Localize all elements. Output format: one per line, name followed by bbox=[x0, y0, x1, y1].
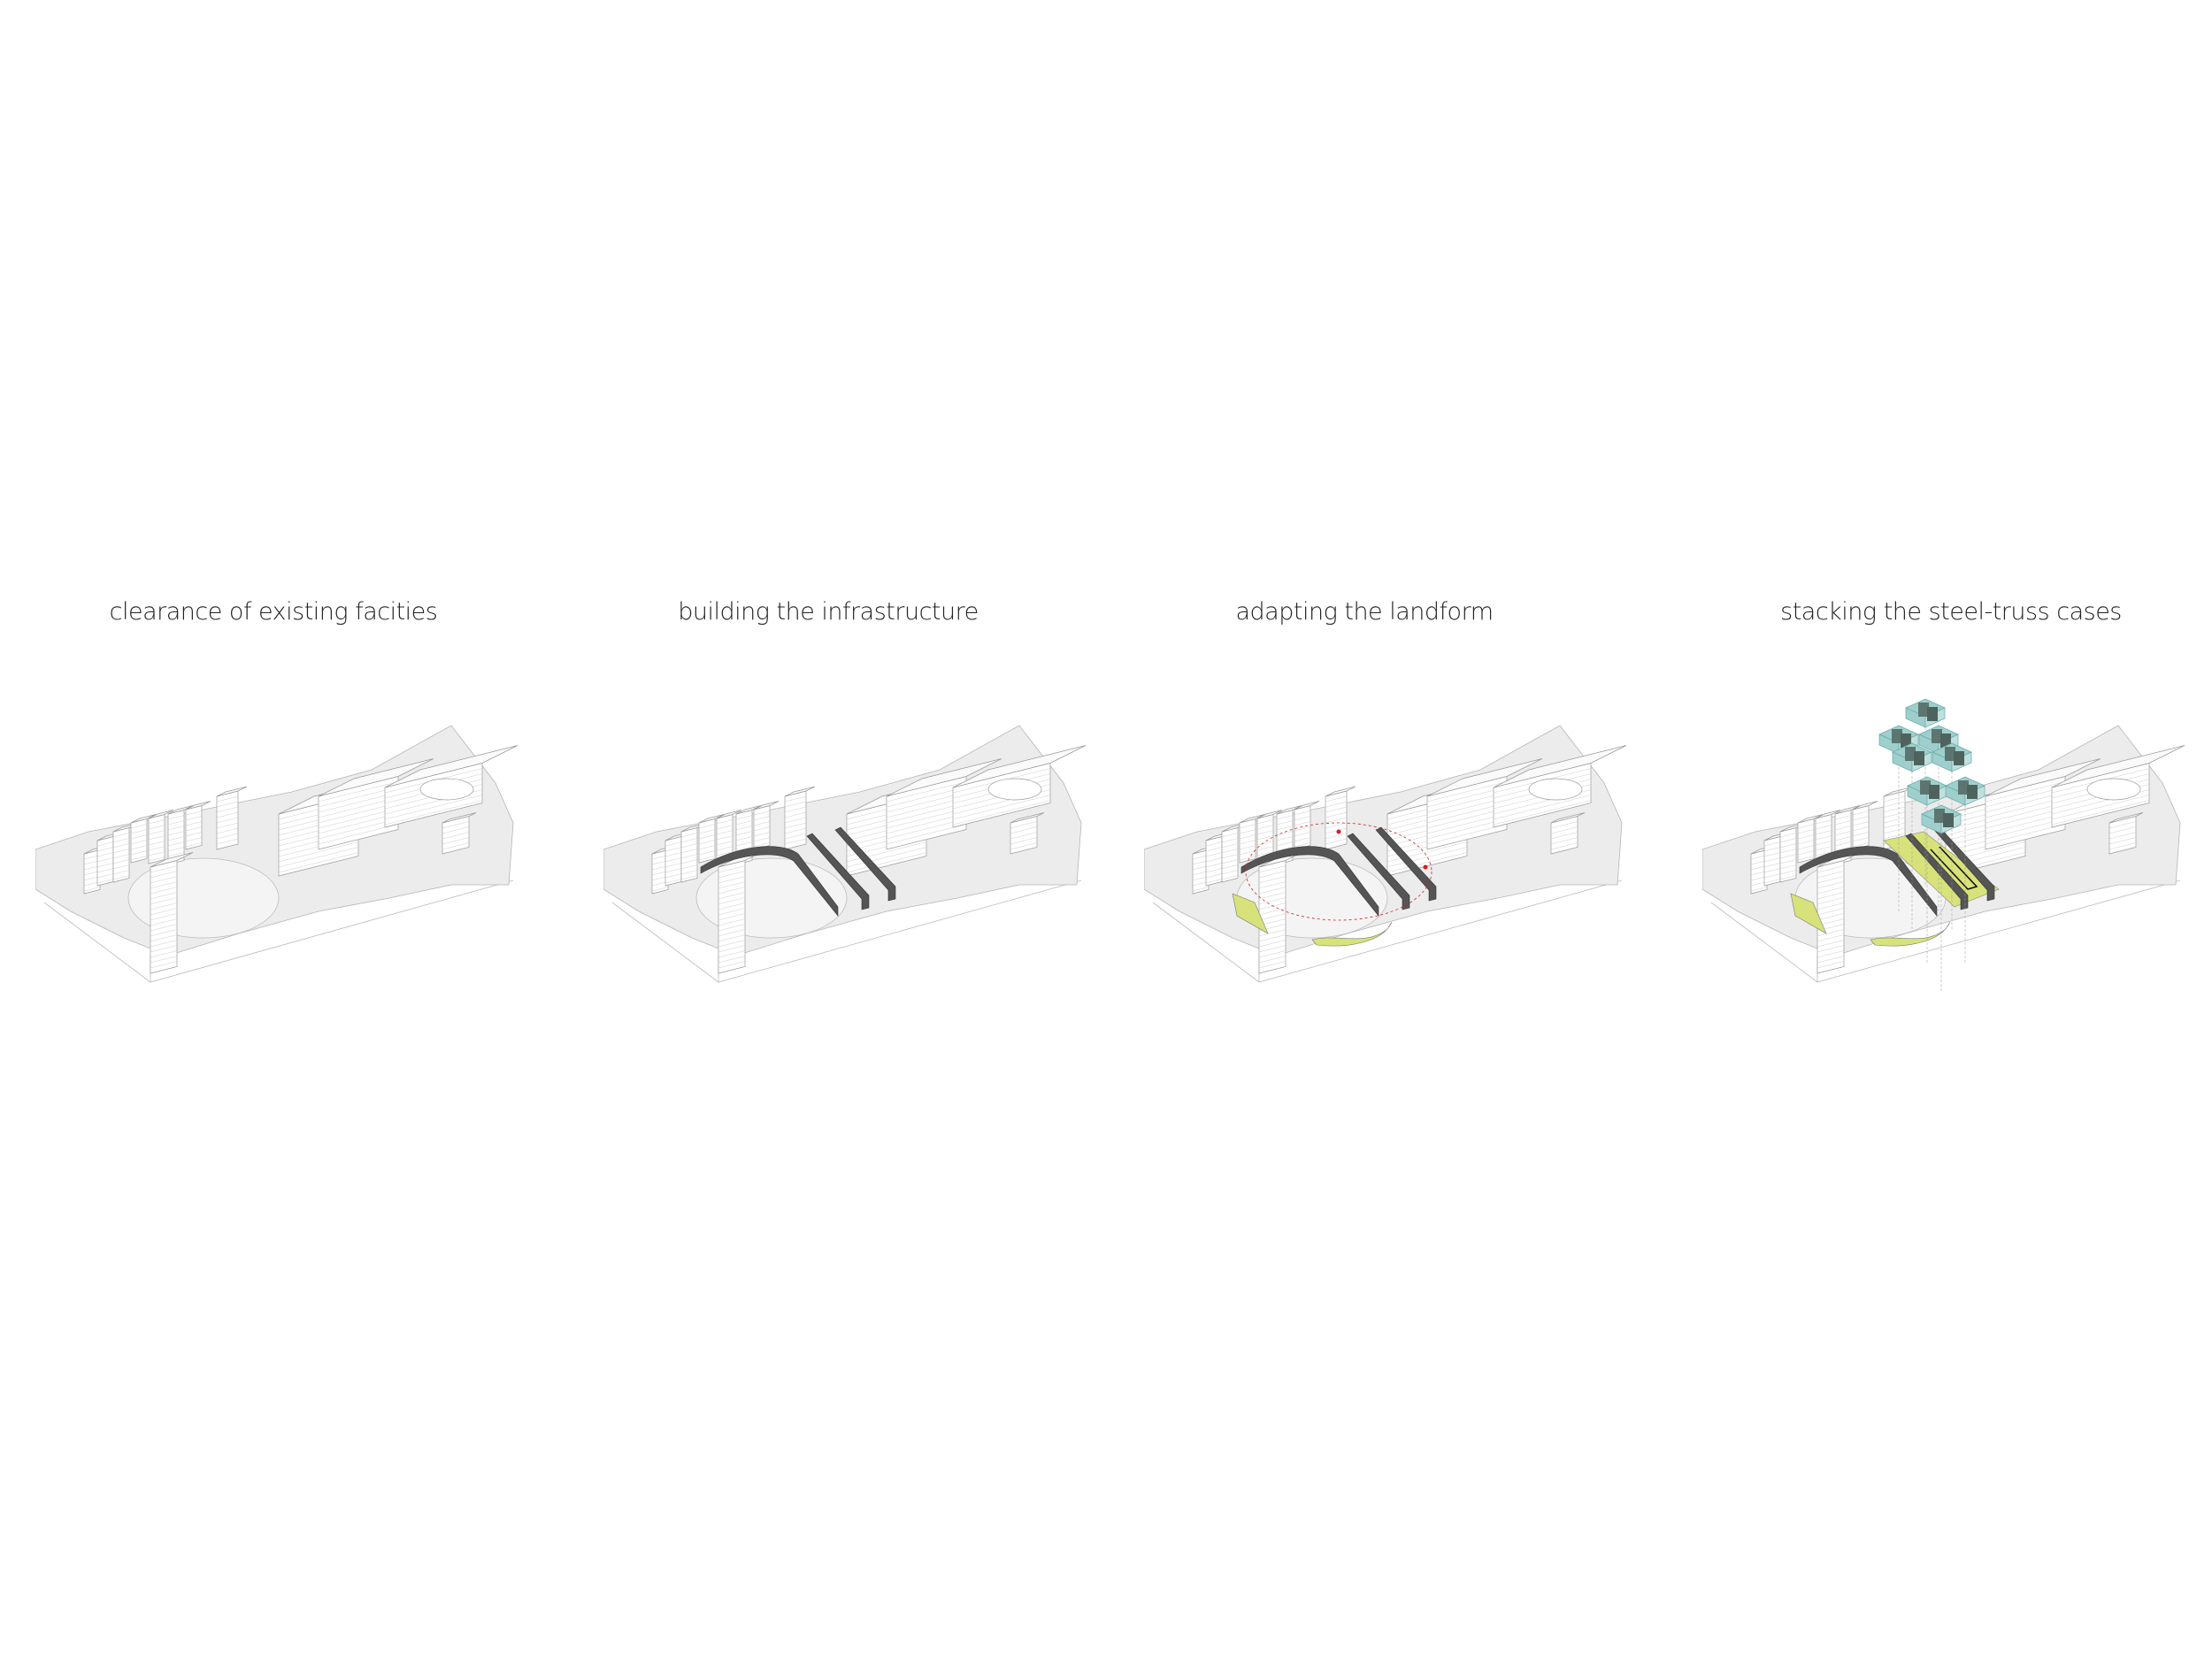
step-title-4: stacking the steel-truss cases bbox=[1780, 598, 2122, 626]
stadium-stand bbox=[442, 812, 477, 855]
residential-block bbox=[680, 823, 707, 883]
landform-slope bbox=[1790, 893, 1827, 934]
residential-block bbox=[1779, 823, 1806, 883]
landmark-tower bbox=[150, 852, 194, 974]
site-axonometric bbox=[603, 725, 1087, 983]
steel-truss-case bbox=[1892, 742, 1932, 929]
residential-block bbox=[112, 823, 139, 883]
steel-truss-frame bbox=[1930, 846, 1978, 890]
infrastructure-wall bbox=[1905, 833, 1969, 910]
residential-tower bbox=[1325, 786, 1356, 850]
rotunda bbox=[1528, 778, 1583, 801]
stadium-stand bbox=[1550, 812, 1586, 855]
stadium-stand bbox=[1010, 812, 1045, 855]
residential-tower bbox=[216, 786, 248, 850]
infrastructure-arc-wall bbox=[1799, 846, 1938, 917]
residential-block bbox=[1205, 832, 1232, 887]
diagram-clearance bbox=[35, 690, 531, 1079]
site-axonometric bbox=[1144, 725, 1627, 983]
steel-truss-case bbox=[1907, 776, 1947, 963]
step-title-1: clearance of existing facities bbox=[109, 598, 438, 626]
infrastructure-arc-wall bbox=[700, 846, 839, 917]
residential-block bbox=[1192, 845, 1218, 895]
site-axonometric bbox=[1702, 698, 2185, 991]
residential-block bbox=[167, 805, 194, 865]
rotunda bbox=[419, 778, 474, 801]
residential-block bbox=[130, 814, 157, 864]
residential-block bbox=[1797, 814, 1824, 864]
landform-slope bbox=[1232, 893, 1269, 934]
office-block bbox=[1426, 758, 1543, 850]
diagram-steel-truss bbox=[1702, 690, 2198, 1079]
rotunda bbox=[2086, 778, 2141, 801]
infrastructure-wall bbox=[806, 833, 870, 910]
diagram-infrastructure bbox=[603, 690, 1099, 1079]
residential-block bbox=[1221, 823, 1248, 883]
adaptation-circle bbox=[1245, 822, 1432, 921]
marker-dot bbox=[1423, 864, 1428, 870]
residential-tower bbox=[784, 786, 816, 850]
office-block bbox=[886, 758, 1002, 850]
residential-block bbox=[753, 801, 780, 850]
infrastructure-wall bbox=[834, 826, 896, 902]
residential-block bbox=[148, 810, 174, 864]
landform-edge bbox=[1311, 921, 1393, 947]
site-axonometric bbox=[35, 725, 518, 983]
marker-dot bbox=[1336, 829, 1341, 834]
stadium-stand bbox=[2108, 812, 2144, 855]
landform-edge bbox=[1870, 921, 1951, 947]
infrastructure-arc-wall bbox=[1240, 846, 1379, 917]
residential-block bbox=[1852, 801, 1878, 850]
step-title-3: adapting the landform bbox=[1235, 598, 1494, 626]
steel-truss-case bbox=[1921, 804, 1962, 991]
diagram-landform bbox=[1144, 690, 1640, 1079]
steel-truss-case bbox=[1945, 776, 1985, 963]
office-block bbox=[1985, 758, 2101, 850]
residential-block bbox=[1256, 810, 1283, 864]
steel-truss-case bbox=[1932, 742, 1972, 929]
rotunda bbox=[987, 778, 1042, 801]
infrastructure-wall bbox=[1375, 826, 1437, 902]
infrastructure-wall bbox=[1347, 833, 1410, 910]
landmark-tower bbox=[1258, 852, 1302, 974]
residential-block bbox=[185, 801, 211, 850]
residential-block bbox=[1239, 814, 1265, 864]
step-title-2: building the infrastructure bbox=[678, 598, 979, 626]
steel-truss-case bbox=[1905, 698, 1946, 885]
residential-block bbox=[1815, 810, 1841, 864]
residential-block bbox=[1763, 832, 1790, 887]
residential-block bbox=[1294, 801, 1320, 850]
landmark-tower bbox=[1816, 852, 1861, 974]
residential-block bbox=[698, 814, 725, 864]
